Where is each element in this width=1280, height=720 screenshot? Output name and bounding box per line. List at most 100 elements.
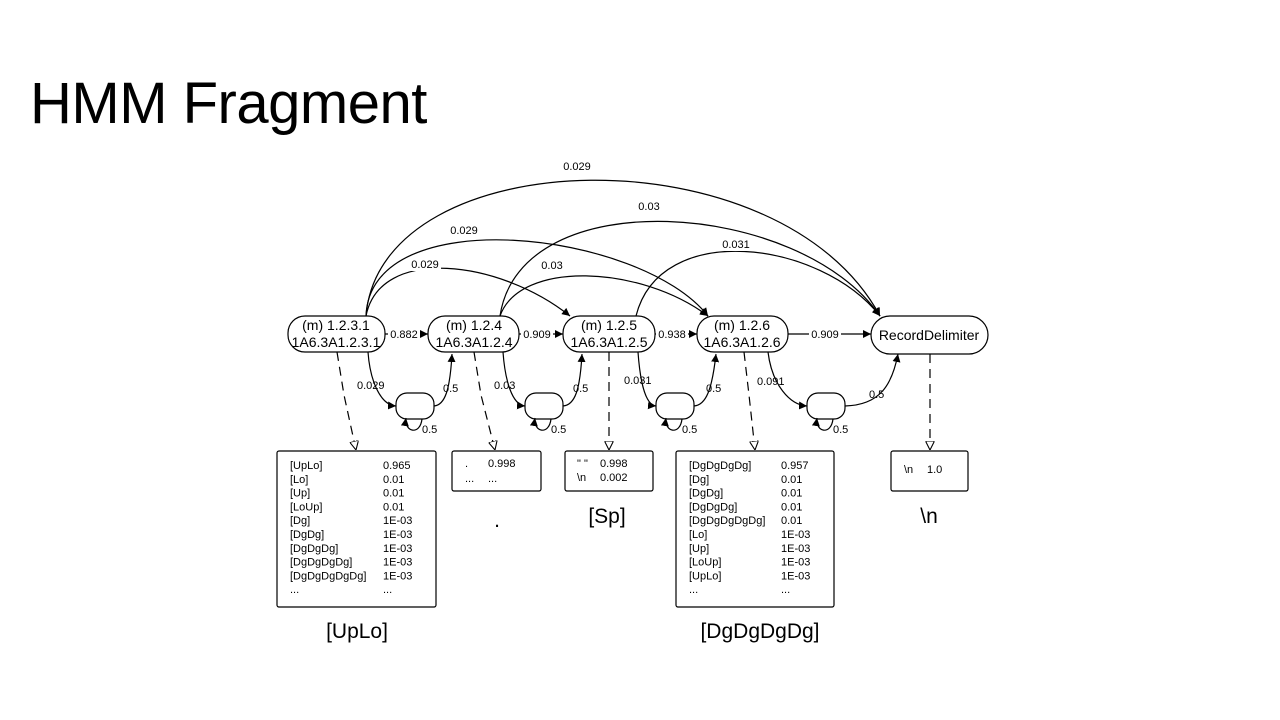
edge-arc-s2-s4 bbox=[499, 275, 709, 317]
label-loop2-self: 0.5 bbox=[551, 424, 566, 436]
emission-probability: 0.01 bbox=[383, 501, 404, 513]
emission-symbol: [Up] bbox=[290, 488, 310, 500]
emission-symbol: ... bbox=[290, 584, 299, 596]
edge-loop2-in bbox=[502, 351, 526, 410]
emission-link-1 bbox=[336, 351, 356, 450]
label-loop3-out: 0.5 bbox=[706, 383, 721, 395]
label-s2-s3: 0.909 bbox=[523, 329, 551, 341]
emission-probability: 1E-03 bbox=[383, 515, 412, 527]
emission-caption: [DgDgDgDg] bbox=[700, 620, 819, 643]
slide-title: HMM Fragment bbox=[30, 71, 427, 136]
edge-loop2-self bbox=[529, 417, 552, 431]
emission-probability: 0.01 bbox=[781, 474, 802, 486]
edge-arc-s1-s4 bbox=[365, 239, 709, 317]
emission-table-box bbox=[276, 450, 437, 608]
emission-caption: \n bbox=[920, 505, 938, 528]
label-loop3-in: 0.031 bbox=[624, 375, 652, 387]
label-arc-s3-rd: 0.031 bbox=[722, 239, 750, 251]
state-s4: (m) 1.2.6 1A6.3A1.2.6 bbox=[696, 315, 789, 353]
state-s1-line1: (m) 1.2.3.1 bbox=[302, 317, 370, 333]
emission-caption: [Sp] bbox=[588, 505, 625, 528]
label-s4-rd: 0.909 bbox=[811, 329, 839, 341]
emission-caption: [UpLo] bbox=[326, 620, 388, 643]
emission-symbol: [Dg] bbox=[290, 515, 310, 527]
emission-caption: . bbox=[494, 509, 500, 532]
edge-loop3-self bbox=[660, 417, 683, 431]
emission-table-box bbox=[564, 450, 654, 492]
emission-symbol: ... bbox=[689, 584, 698, 596]
edge-loop3-in bbox=[637, 351, 657, 410]
emission-probability: 1.0 bbox=[927, 464, 942, 476]
emission-symbol: [Dg] bbox=[689, 474, 709, 486]
label-s3-s4: 0.938 bbox=[658, 329, 686, 341]
emission-symbol: [DgDgDg] bbox=[689, 501, 737, 513]
emission-probability: 1E-03 bbox=[383, 570, 412, 582]
silent-state-4 bbox=[806, 392, 846, 420]
emission-symbol: [DgDgDgDg] bbox=[290, 557, 352, 569]
state-rd-label: RecordDelimiter bbox=[879, 327, 980, 343]
state-record-delimiter: RecordDelimiter bbox=[870, 315, 989, 355]
edge-arc-s2-rd bbox=[499, 220, 881, 317]
emission-symbol: [Up] bbox=[689, 543, 709, 555]
emission-probability: 0.01 bbox=[781, 515, 802, 527]
edge-loop1-out bbox=[433, 353, 456, 407]
emission-probability: 0.01 bbox=[781, 488, 802, 500]
state-s2-line1: (m) 1.2.4 bbox=[446, 317, 502, 333]
edge-loop1-self bbox=[400, 417, 423, 431]
edge-loop4-self bbox=[811, 417, 834, 431]
emission-probability: 0.998 bbox=[488, 458, 516, 470]
emission-probability: 1E-03 bbox=[781, 543, 810, 555]
silent-state-2 bbox=[524, 392, 564, 420]
emission-link-4 bbox=[743, 351, 755, 450]
label-arc-s2-s4: 0.03 bbox=[541, 260, 562, 272]
emission-symbol: ... bbox=[465, 473, 474, 485]
emission-table-1: [UpLo] 0.965 [Lo] 0.01 [Up] 0.01 [LoUp] 0.01 [Dg… bbox=[276, 450, 437, 643]
emission-symbol: [DgDgDgDgDg] bbox=[290, 570, 366, 582]
emission-probability: 1E-03 bbox=[383, 529, 412, 541]
emission-table-box bbox=[451, 450, 542, 492]
emission-symbol: [UpLo] bbox=[290, 460, 322, 472]
state-s3-line1: (m) 1.2.5 bbox=[581, 317, 637, 333]
emission-probability: 1E-03 bbox=[781, 570, 810, 582]
label-loop2-in: 0.03 bbox=[494, 380, 515, 392]
emission-symbol: [Lo] bbox=[290, 474, 308, 486]
label-loop4-out: 0.5 bbox=[869, 389, 884, 401]
silent-state-3 bbox=[655, 392, 695, 420]
emission-probability: 0.01 bbox=[781, 501, 802, 513]
emission-probability: 0.957 bbox=[781, 460, 809, 472]
emission-probability: 1E-03 bbox=[781, 529, 810, 541]
edge-labels: 0.029 0.03 0.029 0.031 0.029 0.03 0.882 … bbox=[357, 160, 884, 436]
state-s4-line1: (m) 1.2.6 bbox=[714, 317, 770, 333]
label-loop4-self: 0.5 bbox=[833, 424, 848, 436]
emission-table-4: [DgDgDgDg] 0.957 [Dg] 0.01 [DgDg] 0.01 [DgDgDg… bbox=[675, 450, 835, 643]
emission-symbol: \n bbox=[904, 464, 913, 476]
state-s2-line2: 1A6.3A1.2.4 bbox=[435, 334, 512, 350]
emission-symbol: " " bbox=[577, 458, 588, 470]
emission-symbol: . bbox=[465, 458, 468, 470]
label-loop1-self: 0.5 bbox=[422, 424, 437, 436]
emission-probability: 1E-03 bbox=[781, 557, 810, 569]
silent-state-1 bbox=[395, 392, 435, 420]
state-s4-line2: 1A6.3A1.2.6 bbox=[703, 334, 780, 350]
edge-arc-s3-rd bbox=[635, 250, 881, 317]
edge-loop4-out bbox=[844, 353, 901, 407]
label-s1-s2: 0.882 bbox=[390, 329, 418, 341]
emission-symbol: [LoUp] bbox=[290, 501, 322, 513]
emission-probability: 0.01 bbox=[383, 474, 404, 486]
label-arc-s1-s4: 0.029 bbox=[450, 225, 478, 237]
edge-loop3-out bbox=[693, 353, 720, 407]
label-loop2-out: 0.5 bbox=[573, 383, 588, 395]
emission-probability: ... bbox=[383, 584, 392, 596]
emission-probability: 0.002 bbox=[600, 472, 628, 484]
label-loop1-out: 0.5 bbox=[443, 383, 458, 395]
emission-probability: 0.01 bbox=[383, 488, 404, 500]
emission-table-5: \n 1.0 \n bbox=[890, 450, 969, 528]
emission-probability: 0.965 bbox=[383, 460, 411, 472]
emission-symbol: [DgDgDg] bbox=[290, 543, 338, 555]
emission-symbol: [DgDg] bbox=[689, 488, 723, 500]
emission-table-box bbox=[890, 450, 969, 492]
emission-symbol: [Lo] bbox=[689, 529, 707, 541]
edge-loop2-out bbox=[562, 353, 586, 407]
